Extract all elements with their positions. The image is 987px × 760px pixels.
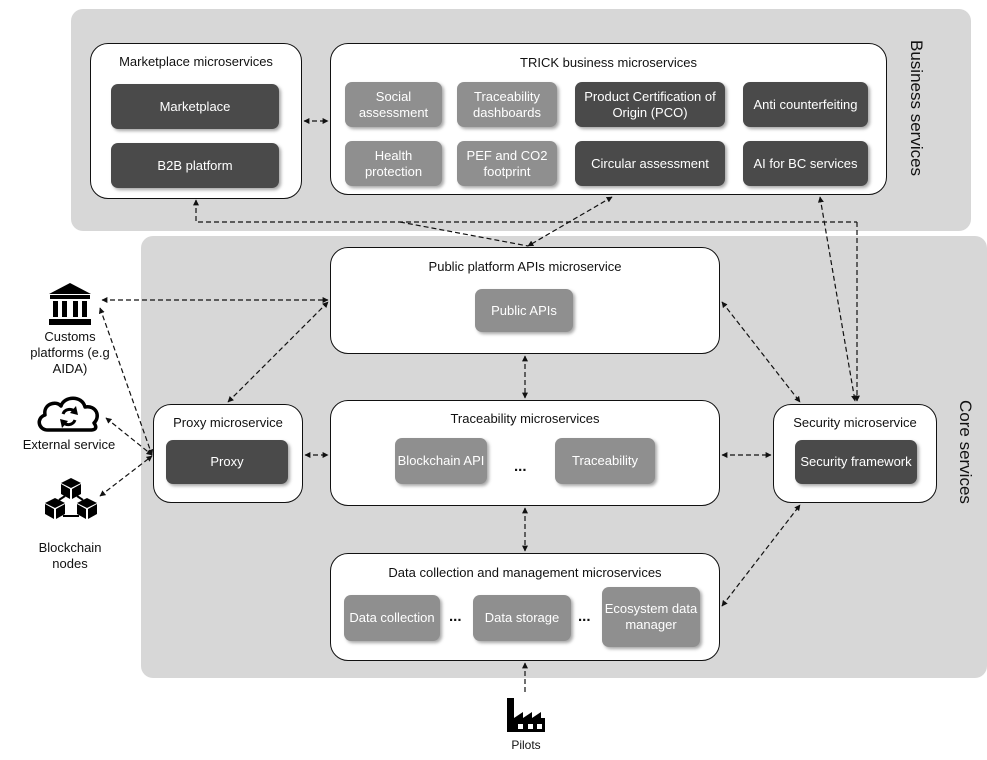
ecosystem-data-manager-box: Ecosystem data manager — [602, 587, 700, 647]
public-apis-box: Public APIs — [475, 289, 573, 332]
data-ellipsis-2: ... — [578, 608, 591, 625]
bank-icon — [46, 282, 94, 326]
pco-box: Product Certification of Origin (PCO) — [575, 82, 725, 127]
social-assessment-box: Social assessment — [345, 82, 442, 127]
conn-bus-public-apis — [399, 221, 529, 247]
proxy-box: Proxy — [166, 440, 288, 484]
traceability-box: Traceability — [555, 438, 655, 484]
blockchain-nodes-label: Blockchain nodes — [38, 540, 102, 571]
marketplace-panel-title: Marketplace microservices — [119, 54, 273, 69]
traceability-panel-title: Traceability microservices — [450, 411, 600, 426]
circular-assessment-box: Circular assessment — [575, 141, 725, 186]
anti-counterfeiting-box: Anti counterfeiting — [743, 82, 868, 127]
conn-trick-public-apis — [527, 196, 613, 247]
blockchain-icon — [43, 476, 99, 524]
conn-proxy-public-apis — [227, 301, 329, 403]
health-protection-box: Health protection — [345, 141, 442, 186]
data-storage-box: Data storage — [473, 595, 571, 641]
trick-panel-title: TRICK business microservices — [520, 55, 697, 70]
business-services-title: Business services — [907, 40, 926, 177]
traceability-dashboards-box: Traceability dashboards — [457, 82, 557, 127]
security-panel-title: Security microservice — [793, 415, 917, 430]
security-framework-box: Security framework — [795, 440, 917, 484]
cloud-sync-icon — [34, 392, 104, 434]
pef-co2-footprint-box: PEF and CO2 footprint — [457, 141, 557, 186]
blockchain-api-box: Blockchain API — [395, 438, 487, 484]
b2b-platform-box: B2B platform — [111, 143, 279, 188]
traceability-ellipsis: ... — [514, 458, 527, 475]
external-service-label: External service — [22, 437, 116, 452]
proxy-panel-title: Proxy microservice — [173, 415, 283, 430]
marketplace-box: Marketplace — [111, 84, 279, 129]
conn-customs-proxy — [98, 307, 154, 456]
pilots-label: Pilots — [511, 738, 541, 752]
conn-blockchain-proxy — [99, 455, 153, 497]
core-services-title: Core services — [956, 400, 975, 504]
public-apis-panel-title: Public platform APIs microservice — [428, 259, 622, 274]
data-panel-title: Data collection and management microserv… — [388, 565, 662, 580]
data-ellipsis-1: ... — [449, 608, 462, 625]
customs-platforms-label: Customs platforms (e.g AIDA) — [30, 329, 110, 376]
conn-ai-security — [817, 196, 858, 402]
conn-data-security — [721, 504, 801, 607]
conn-external-proxy — [105, 417, 153, 456]
conn-marketplace-bus — [193, 199, 857, 223]
conn-public-apis-security — [721, 301, 801, 403]
ai-for-bc-services-box: AI for BC services — [743, 141, 868, 186]
data-collection-box: Data collection — [344, 595, 440, 641]
factory-icon — [505, 694, 547, 734]
